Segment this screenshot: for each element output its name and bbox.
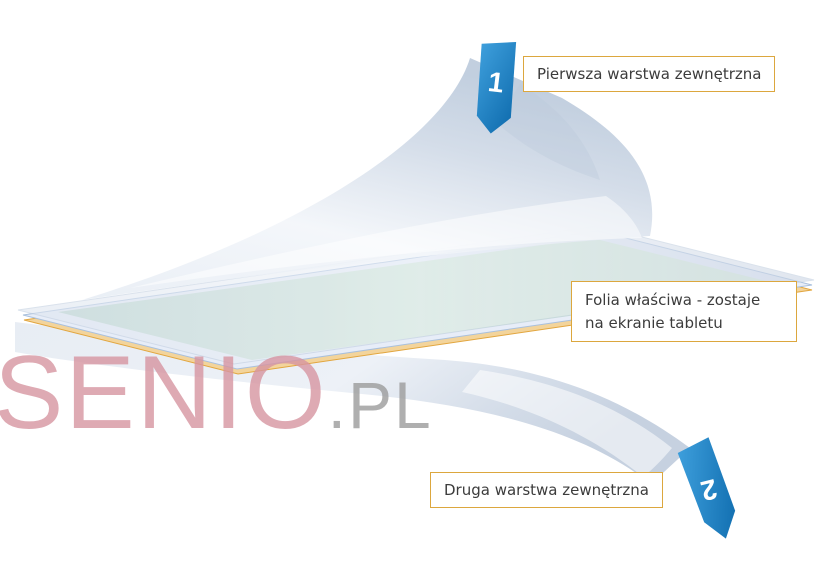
bottom-film-layer [15,322,690,484]
film-sheet-stack [17,225,815,375]
tab-2-shape [677,437,736,539]
label-first-outer-layer: Pierwsza warstwa zewnętrzna [523,56,776,93]
label-second-outer-layer-text: Druga warstwa zewnętrzna [444,481,649,499]
tab-2: 2 [677,437,736,539]
label-actual-film-line1: Folia właściwa - zostaje [585,291,761,309]
bottom-film-highlight [462,370,672,477]
tab-1: 1 [476,41,517,134]
tab-1-shape [476,41,517,134]
tab-2-number: 2 [698,473,721,507]
label-second-outer-layer: Druga warstwa zewnętrzna [430,472,663,509]
label-actual-film-line2: na ekranie tabletu [585,313,723,332]
label-actual-film: Folia właściwa - zostaje na ekranie tabl… [571,281,797,342]
label-first-outer-layer-text: Pierwsza warstwa zewnętrzna [537,65,762,83]
top-film-shading [496,84,600,180]
top-film-highlight [130,196,642,288]
tab-1-number: 1 [486,66,505,99]
